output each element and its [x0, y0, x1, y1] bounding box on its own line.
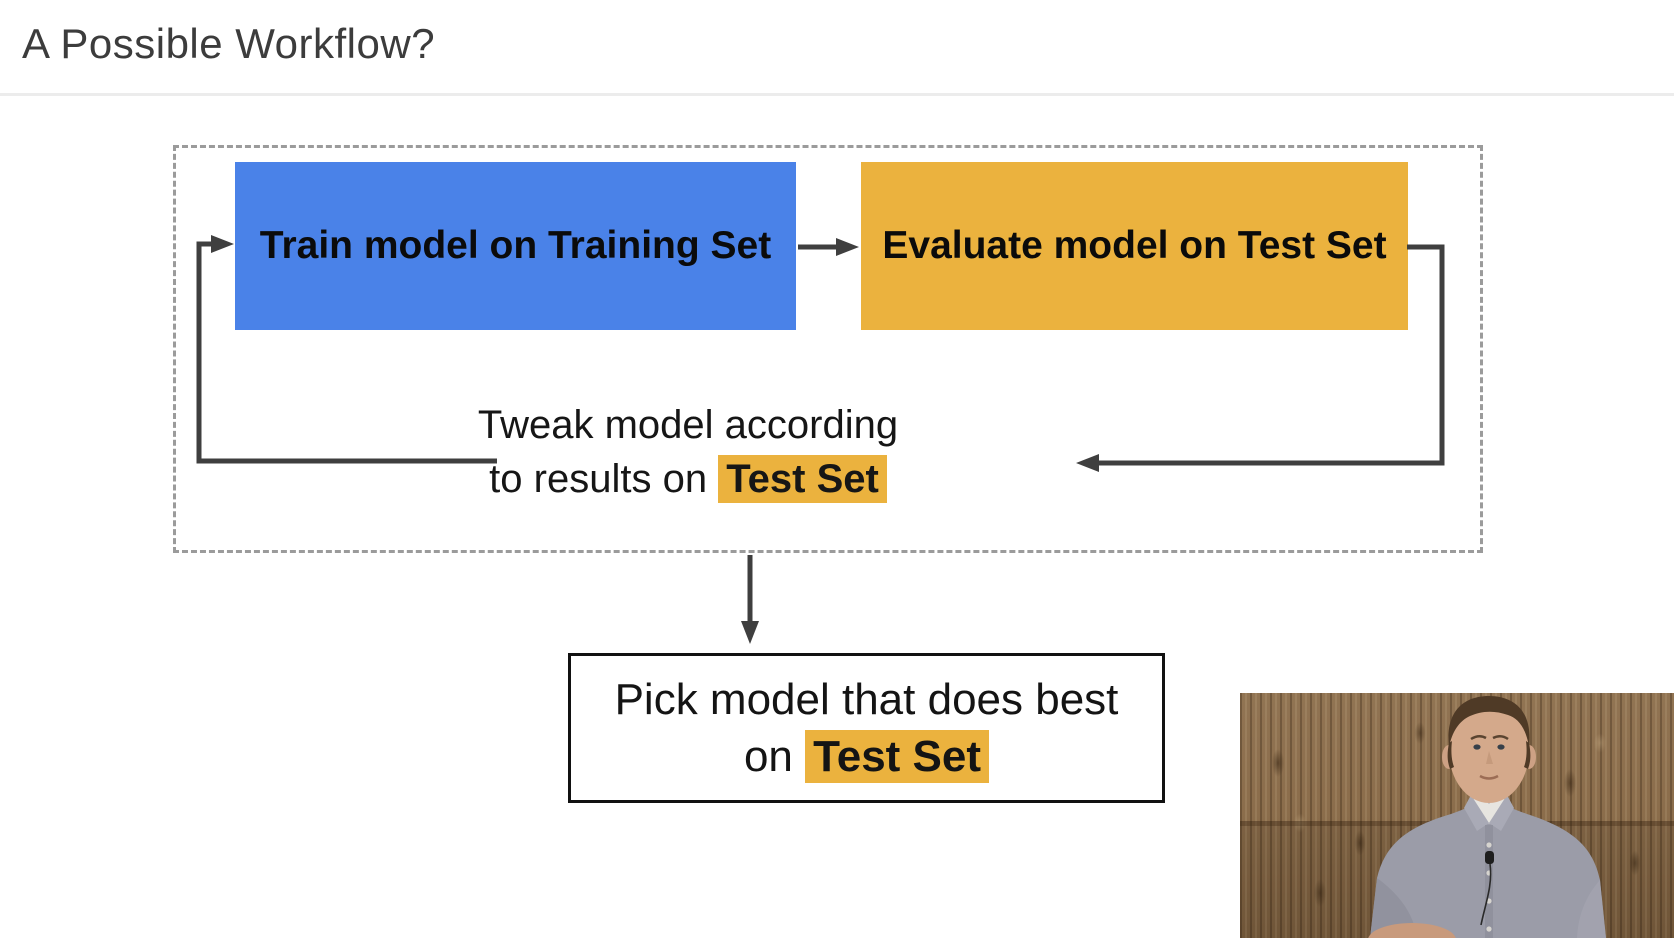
loop-boundary: [173, 145, 1483, 553]
pick-model-line1: Pick model that does best: [614, 675, 1119, 724]
tweak-note-line2: to results on Test Set: [438, 452, 938, 506]
evaluate-model-box: Evaluate model on Test Set: [861, 162, 1408, 330]
train-model-box: Train model on Training Set: [235, 162, 796, 330]
page-title: A Possible Workflow?: [22, 20, 436, 67]
pick-model-testset-highlight: Test Set: [805, 730, 990, 783]
presenter-video[interactable]: [1240, 693, 1674, 938]
presenter-hands: [1368, 923, 1456, 938]
train-model-label: Train model on Training Set: [259, 224, 772, 267]
title-bar: A Possible Workflow?: [0, 0, 1674, 96]
presenter-figure: [1240, 696, 1674, 938]
pick-model-line2-prefix: on: [743, 732, 806, 781]
tweak-note-line2-prefix: to results on: [489, 457, 719, 501]
tweak-note-testset-highlight: Test Set: [718, 455, 887, 503]
pick-model-line2: on Test Set: [743, 728, 990, 785]
tweak-note: Tweak model according to results on Test…: [438, 398, 938, 506]
evaluate-model-label: Evaluate model on Test Set: [882, 224, 1387, 267]
tweak-note-line1: Tweak model according: [477, 403, 899, 447]
lavalier-mic: [1485, 851, 1494, 864]
pick-model-box: Pick model that does best on Test Set: [568, 653, 1165, 803]
